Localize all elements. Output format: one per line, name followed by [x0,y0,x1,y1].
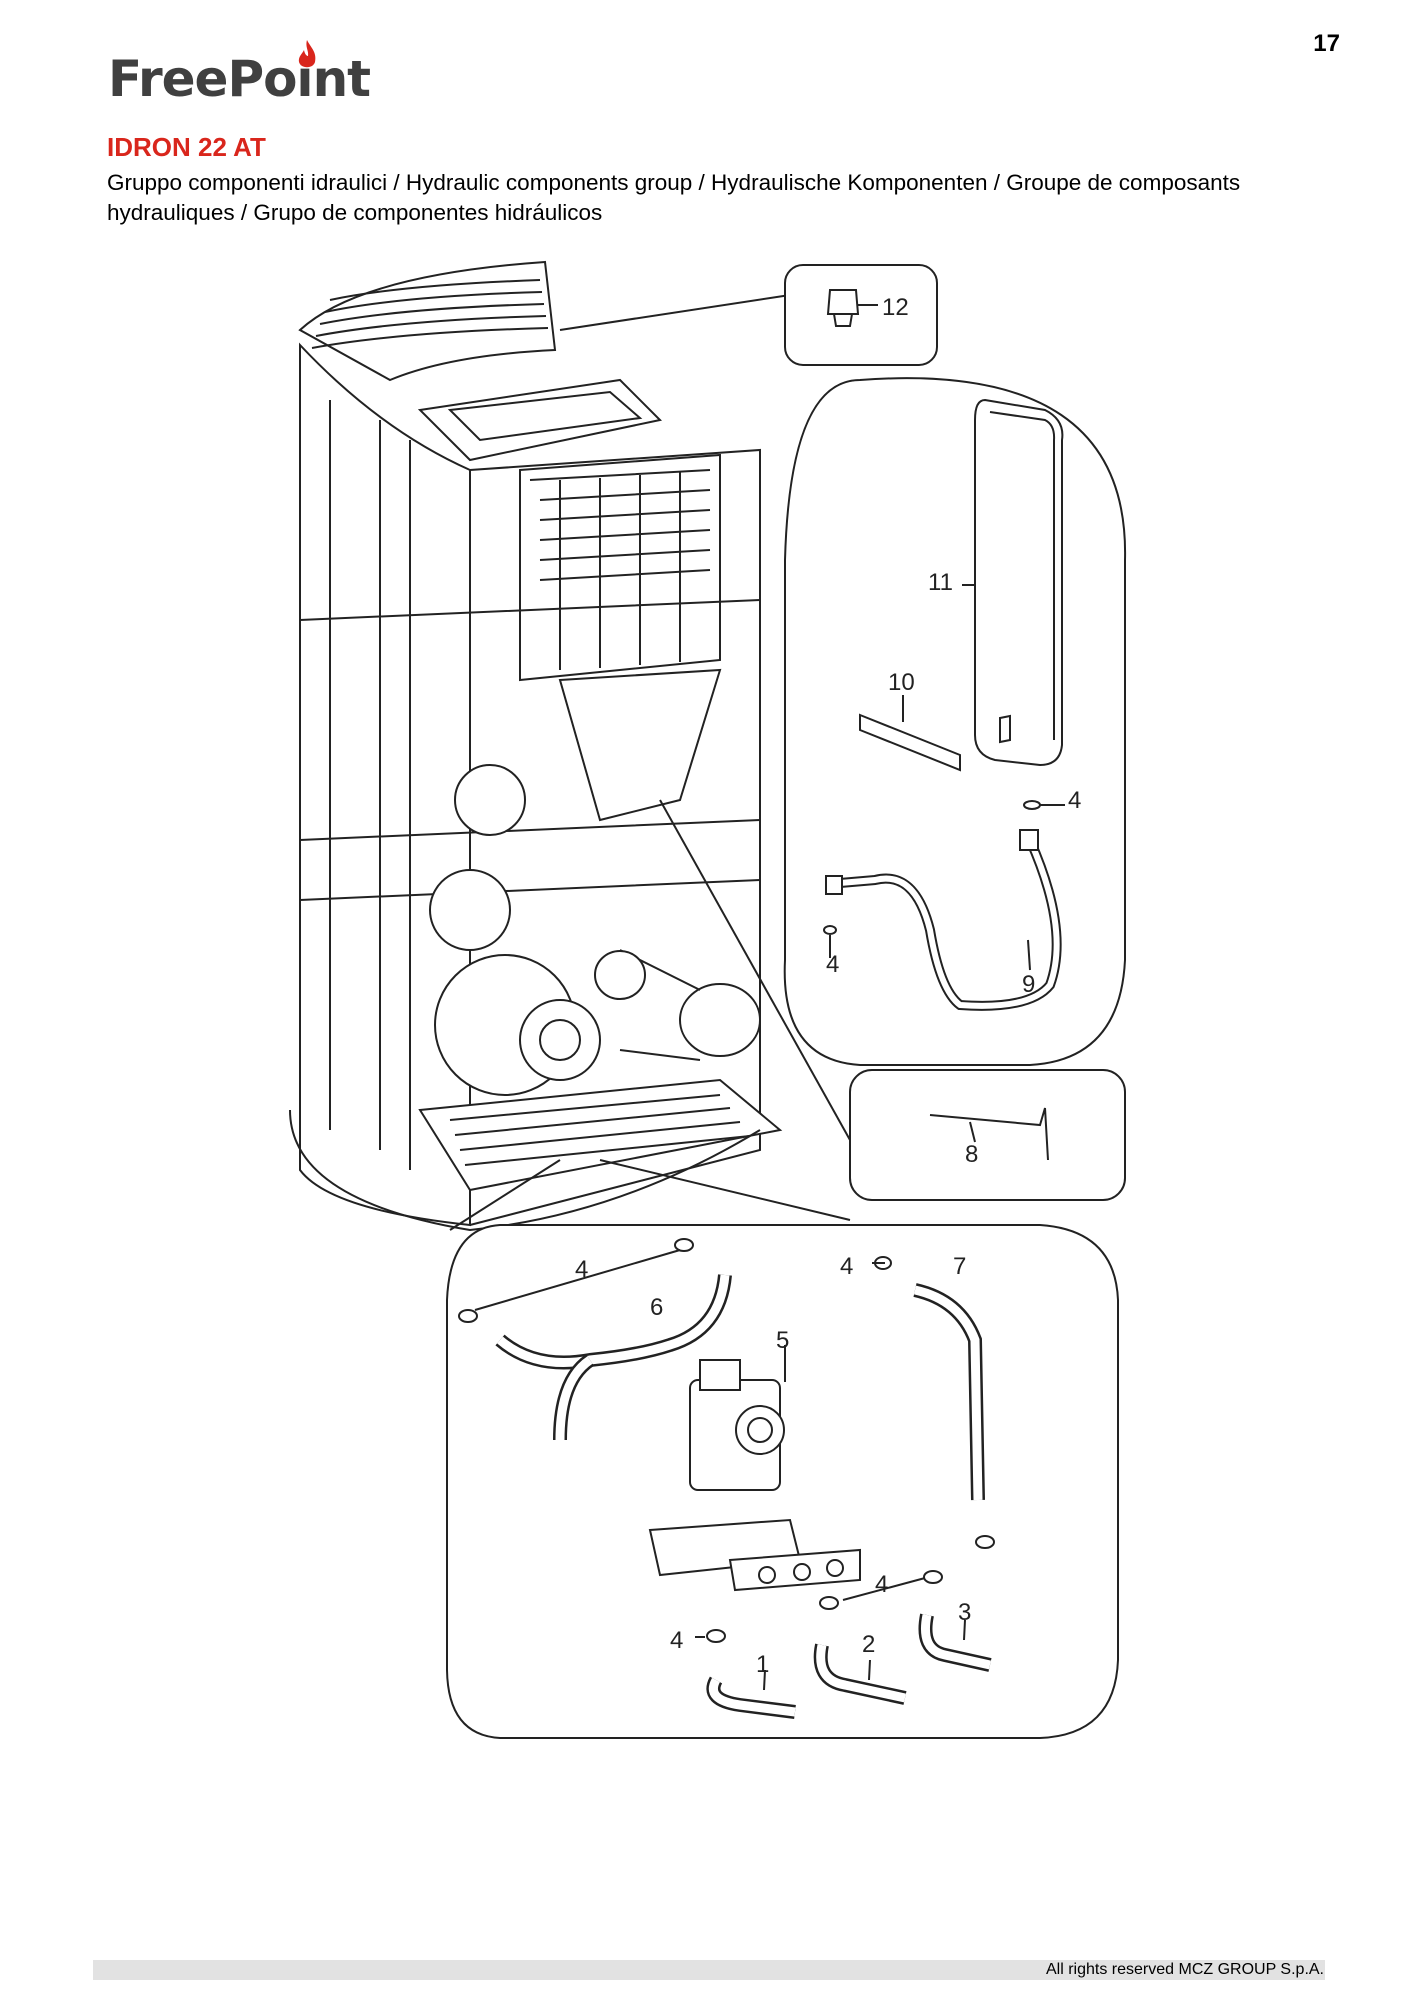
flame-icon [298,40,316,68]
callout-4-hose: 4 [826,951,839,978]
callout-9: 9 [1022,971,1035,998]
page-number: 17 [1313,30,1340,57]
stove-body [289,260,783,1232]
pipe-7 [872,1256,995,1549]
pipes-1-2-3 [695,1570,992,1719]
callout-4-pipe6: 4 [575,1256,588,1283]
sensor-rod [929,1107,1049,1161]
tank-bracket [859,695,961,772]
copyright-notice: All rights reserved MCZ GROUP S.p.A. [1046,1961,1324,1978]
callout-8: 8 [965,1141,978,1168]
callout-2: 2 [862,1631,875,1658]
pipe-6 [458,1238,732,1441]
callout-6: 6 [650,1294,663,1321]
callout-5: 5 [776,1327,789,1354]
callout-11: 11 [928,569,953,596]
callout-4-pipe3: 4 [875,1571,888,1598]
callout-12: 12 [882,294,909,321]
flexible-hose [823,800,1065,1011]
model-title: IDRON 22 AT [107,132,266,162]
air-vent-valve [826,289,878,327]
expansion-tank [962,398,1064,767]
callout-3: 3 [958,1599,971,1626]
footer-bar [93,1960,1325,1980]
section-subtitle: Gruppo componenti idraulici / Hydraulic … [107,170,1241,225]
pump-unit [648,1345,861,1592]
callout-10: 10 [888,669,915,696]
callout-4-tank: 4 [1068,787,1081,814]
callout-7: 7 [953,1253,966,1280]
callout-4-pipe1: 4 [670,1627,683,1654]
brand-name: FreePoint [108,50,371,108]
callout-4-pipe7: 4 [840,1253,853,1280]
brand-logo: FreePoint [108,38,371,110]
callout-1: 1 [756,1651,769,1678]
